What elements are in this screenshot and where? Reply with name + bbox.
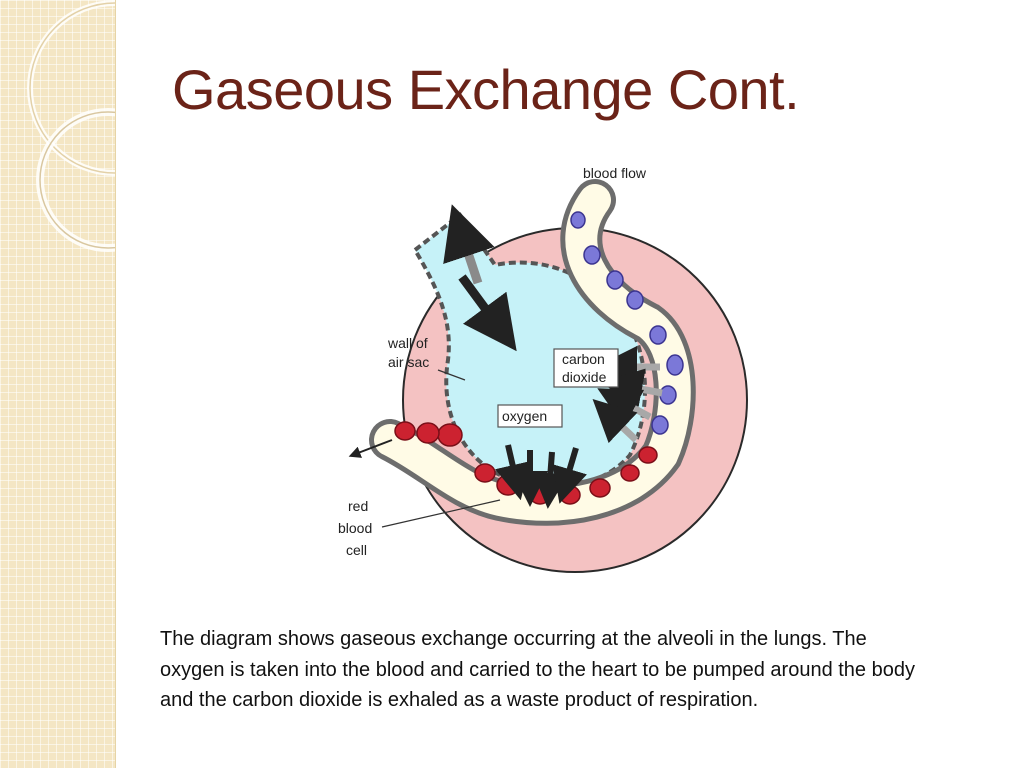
red-blood-cell-label-line1: red xyxy=(348,498,368,514)
air-in-arrow xyxy=(458,274,517,352)
description-text: The diagram shows gaseous exchange occur… xyxy=(160,628,915,711)
circle-decoration xyxy=(27,0,115,252)
red-blood-cell-label-line2: blood xyxy=(338,520,372,536)
wall-of-air-sac-label-line1: wall of xyxy=(387,335,428,351)
red-cell-pointer xyxy=(381,499,501,528)
oxygen-arrows xyxy=(495,444,587,509)
carbon-dioxide-label-line2: dioxide xyxy=(562,369,607,385)
side-band-decoration xyxy=(0,0,116,768)
outflow-arrow xyxy=(348,439,393,458)
blue-blood-cells xyxy=(570,211,684,435)
wall-pointer xyxy=(437,369,466,381)
oxygen-label-box xyxy=(497,404,563,428)
slide-title: Gaseous Exchange Cont. xyxy=(172,58,800,121)
alveolus-diagram: blood flow wall of air sac carbon dioxid… xyxy=(338,165,748,573)
carbon-dioxide-arrows xyxy=(592,346,663,444)
wall-of-air-sac-label-line2: air sac xyxy=(388,354,429,370)
blood-flow-label: blood flow xyxy=(583,165,647,181)
carbon-dioxide-label-line1: carbon xyxy=(562,351,605,367)
carbon-dioxide-label-box xyxy=(553,348,619,388)
air-out-arrow xyxy=(443,204,495,285)
oxygen-label: oxygen xyxy=(502,408,547,424)
red-blood-cell-label-line3: cell xyxy=(346,542,367,558)
